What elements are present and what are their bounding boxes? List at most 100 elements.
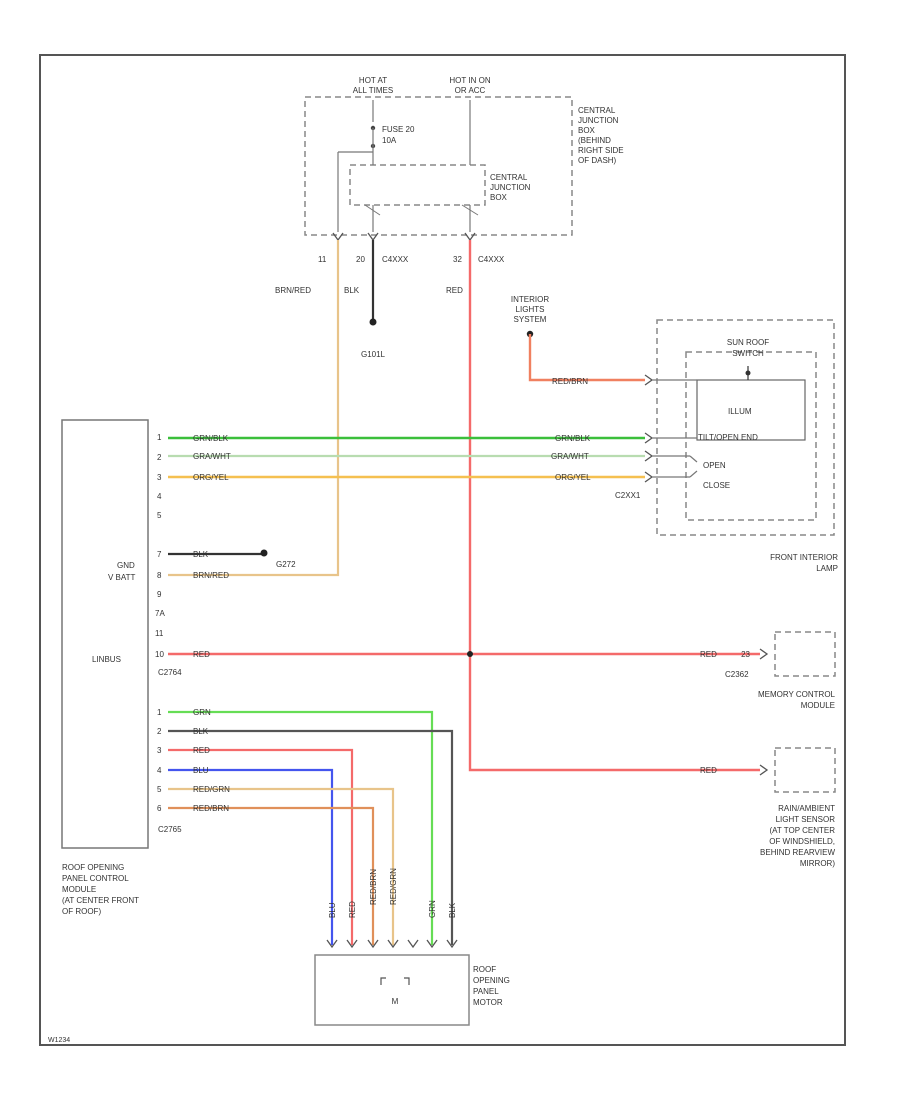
pin-upper-8: 8 bbox=[157, 571, 162, 580]
roof-panel-motor bbox=[314, 954, 470, 1026]
memory-title-1: MEMORY CONTROL bbox=[758, 690, 836, 699]
wire-grn bbox=[168, 710, 434, 945]
vlabel-grn: GRN bbox=[428, 900, 437, 918]
cjb-pin-20: 20 bbox=[356, 255, 365, 264]
cjb-outer-label-5: RIGHT SIDE bbox=[578, 146, 624, 155]
wire-label-red-motor: RED bbox=[193, 746, 210, 755]
cjb-outer-label-1: CENTRAL bbox=[578, 106, 616, 115]
interior-lights-label-3: SYSTEM bbox=[514, 315, 547, 324]
sunroof-switch-label-1: SUN ROOF bbox=[727, 338, 769, 347]
vlabel-red-grn: RED/GRN bbox=[389, 868, 398, 905]
wire-label-grn: GRN bbox=[193, 708, 211, 717]
central-junction-box bbox=[304, 96, 573, 242]
motor-symbol-icon bbox=[380, 977, 410, 985]
close-label: CLOSE bbox=[703, 481, 730, 490]
rain-sensor-title-3: (AT TOP CENTER bbox=[770, 826, 836, 835]
pin-lower-2: 2 bbox=[157, 727, 162, 736]
diagram-frame bbox=[39, 54, 846, 1046]
interior-lights-label-2: LIGHTS bbox=[516, 305, 545, 314]
rain-sensor-title-5: BEHIND REARVIEW bbox=[760, 848, 835, 857]
memory-connector: C2362 bbox=[725, 670, 749, 679]
ground-g101-label: G101L bbox=[361, 350, 386, 359]
rain-sensor-title-1: RAIN/AMBIENT bbox=[778, 804, 835, 813]
wire-label-gnd-blk: BLK bbox=[193, 550, 209, 559]
wire-label-red-grn: RED/GRN bbox=[193, 785, 230, 794]
cjb-inner-label-2: JUNCTION bbox=[490, 183, 531, 192]
conn-lower-label: C2765 bbox=[158, 825, 182, 834]
roof-panel-control-module bbox=[61, 419, 149, 849]
pin-upper-1: 1 bbox=[157, 433, 162, 442]
module-title-4: (AT CENTER FRONT bbox=[62, 896, 139, 905]
wire-blu bbox=[168, 768, 334, 945]
front-interior-lamp bbox=[644, 319, 835, 536]
cjb-outer-label-3: BOX bbox=[578, 126, 596, 135]
wire-red-motor bbox=[168, 748, 354, 945]
front-interior-lamp-title-2: LAMP bbox=[816, 564, 838, 573]
hot-in-on-label-2: OR ACC bbox=[455, 86, 486, 95]
pin-upper-11: 11 bbox=[155, 629, 164, 638]
motor-title-1: ROOF bbox=[473, 965, 496, 974]
pin-upper-10: 10 bbox=[155, 650, 164, 659]
pin-lower-6: 6 bbox=[157, 804, 162, 813]
vbatt-label: V BATT bbox=[108, 573, 136, 582]
cjb-inner-label-3: BOX bbox=[490, 193, 508, 202]
motor-title-4: MOTOR bbox=[473, 998, 503, 1007]
module-title-2: PANEL CONTROL bbox=[62, 874, 129, 883]
illum-label: ILLUM bbox=[728, 407, 752, 416]
module-title-3: MODULE bbox=[62, 885, 96, 894]
wire-blk-motor bbox=[168, 729, 454, 945]
hot-at-all-times-label-2: ALL TIMES bbox=[353, 86, 393, 95]
lamp-connector-label: C2XX1 bbox=[615, 491, 641, 500]
wire-label-brn-red: BRN/RED bbox=[275, 286, 311, 295]
hot-at-all-times-label-1: HOT AT bbox=[359, 76, 387, 85]
wire-label-red-brn-switch: RED/BRN bbox=[552, 377, 588, 386]
memory-control-module bbox=[759, 631, 836, 677]
motor-connector bbox=[326, 939, 458, 949]
ground-g272 bbox=[260, 549, 268, 557]
ground-g101 bbox=[369, 318, 377, 326]
pin-upper-9: 9 bbox=[157, 590, 162, 599]
hot-in-on-label-1: HOT IN ON bbox=[449, 76, 490, 85]
pin-lower-3: 3 bbox=[157, 746, 162, 755]
wire-label-grn-blk-l: GRN/BLK bbox=[193, 434, 229, 443]
cjb-outer-label-6: OF DASH) bbox=[578, 156, 617, 165]
wire-label-blk: BLK bbox=[344, 286, 360, 295]
rain-sensor-title-4: OF WINDSHIELD, bbox=[769, 837, 835, 846]
pin-lower-4: 4 bbox=[157, 766, 162, 775]
cjb-pin-32: 32 bbox=[453, 255, 462, 264]
pin-lower-5: 5 bbox=[157, 785, 162, 794]
motor-title-3: PANEL bbox=[473, 987, 499, 996]
cjb-conn-2: C4XXX bbox=[478, 255, 505, 264]
pin-upper-5: 5 bbox=[157, 511, 162, 520]
wire-label-rain-red: RED bbox=[700, 766, 717, 775]
memory-title-2: MODULE bbox=[801, 701, 835, 710]
wire-label-red-brn: RED/BRN bbox=[193, 804, 229, 813]
vlabel-red: RED bbox=[348, 901, 357, 918]
wire-label-vbatt-brnred: BRN/RED bbox=[193, 571, 229, 580]
wire-red-grn bbox=[168, 787, 395, 945]
gnd-label: GND bbox=[117, 561, 135, 570]
rain-ambient-light-sensor bbox=[759, 747, 836, 793]
front-interior-lamp-title-1: FRONT INTERIOR bbox=[770, 553, 838, 562]
fuse-label-2: 10A bbox=[382, 136, 397, 145]
wire-label-org-yel-l: ORG/YEL bbox=[193, 473, 229, 482]
vlabel-blu: BLU bbox=[328, 902, 337, 918]
tilt-open-label: TILT/OPEN END bbox=[698, 433, 758, 442]
wire-label-memory-red: RED bbox=[700, 650, 717, 659]
wire-label-org-yel-r: ORG/YEL bbox=[555, 473, 591, 482]
open-label: OPEN bbox=[703, 461, 726, 470]
motor-symbol-label: M bbox=[392, 997, 399, 1006]
interior-lights-label-1: INTERIOR bbox=[511, 295, 549, 304]
wire-label-blk-motor: BLK bbox=[193, 727, 209, 736]
cjb-outer-label-2: JUNCTION bbox=[578, 116, 619, 125]
wire-red-brn bbox=[168, 806, 375, 945]
motor-title-2: OPENING bbox=[473, 976, 510, 985]
ground-g272-label: G272 bbox=[276, 560, 296, 569]
cjb-pin-11: 11 bbox=[318, 255, 327, 264]
wire-red-brn-switch bbox=[528, 334, 645, 382]
vlabel-blk: BLK bbox=[448, 902, 457, 918]
wire-label-gra-wht-l: GRA/WHT bbox=[193, 452, 231, 461]
pin-upper-3: 3 bbox=[157, 473, 162, 482]
fuse-label-1: FUSE 20 bbox=[382, 125, 415, 134]
